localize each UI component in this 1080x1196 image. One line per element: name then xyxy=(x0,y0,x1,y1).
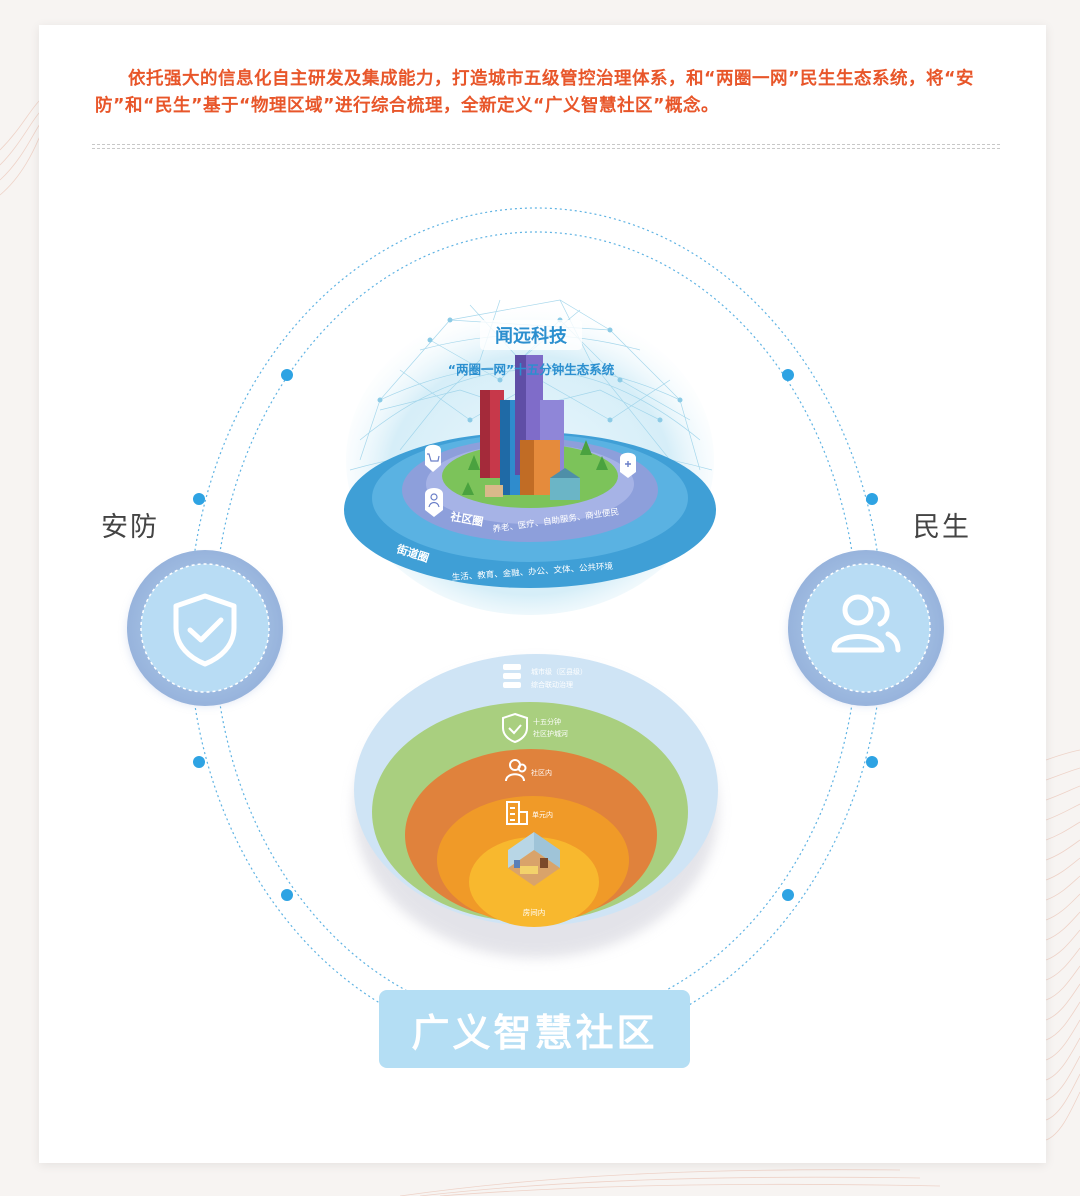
intro-text: 依托强大的信息化自主研发及集成能力，打造城市五级管控治理体系，和“两圈一网”民生… xyxy=(95,69,975,116)
layer-fifteen-label-1: 十五分钟 xyxy=(533,717,561,726)
room-icon xyxy=(508,832,560,886)
medical-pin-icon xyxy=(620,452,636,478)
person-pin-icon xyxy=(425,488,443,517)
globe-subtitle: “两圈一网”十五分钟生态系统 xyxy=(448,362,615,377)
globe-network: 闻远科技 “两圈一网”十五分钟生态系统 社区圈 养老、医疗、自助服务、商业便民 … xyxy=(344,299,716,615)
shield-check-icon xyxy=(173,593,237,667)
orbit-dot xyxy=(782,369,794,381)
orbit-dot xyxy=(193,756,205,768)
main-title: 广义智慧社区 xyxy=(411,1010,658,1055)
building-icon xyxy=(506,801,528,825)
people-icon xyxy=(505,759,527,782)
control-layers: 城市级（区县级） 综合联动治理 十五分钟 社区护城河 社区内 单元内 xyxy=(354,654,718,958)
globe-brand: 闻远科技 xyxy=(495,325,568,347)
orbit-dot xyxy=(193,493,205,505)
layer-room-label: 房间内 xyxy=(523,907,546,917)
orbit-dot xyxy=(866,493,878,505)
orbit-dot xyxy=(782,889,794,901)
inner-ring-title: 社区圈 xyxy=(448,509,484,529)
divider-double xyxy=(92,148,1000,149)
layer-community-label: 社区内 xyxy=(531,768,552,777)
server-stack-icon xyxy=(503,664,521,688)
livelihood-circle xyxy=(788,550,944,706)
right-label-livelihood: 民生 xyxy=(913,512,971,543)
orbit-dot xyxy=(281,369,293,381)
shopping-cart-icon xyxy=(425,444,441,472)
orbit-dots xyxy=(193,369,878,901)
main-title-box: 广义智慧社区 xyxy=(379,990,690,1068)
orbit-dot xyxy=(281,889,293,901)
layer-fifteen-label-2: 社区护城河 xyxy=(533,729,568,738)
shield-small-icon xyxy=(502,712,528,744)
orbit-dot xyxy=(866,756,878,768)
layer-city-label-2: 综合联动治理 xyxy=(531,680,573,689)
layer-city-label-1: 城市级（区县级） xyxy=(531,667,587,676)
users-icon xyxy=(831,594,901,653)
divider xyxy=(92,144,1000,145)
security-circle xyxy=(127,550,283,706)
layer-unit-label: 单元内 xyxy=(532,810,553,819)
left-label-security: 安防 xyxy=(101,512,159,543)
